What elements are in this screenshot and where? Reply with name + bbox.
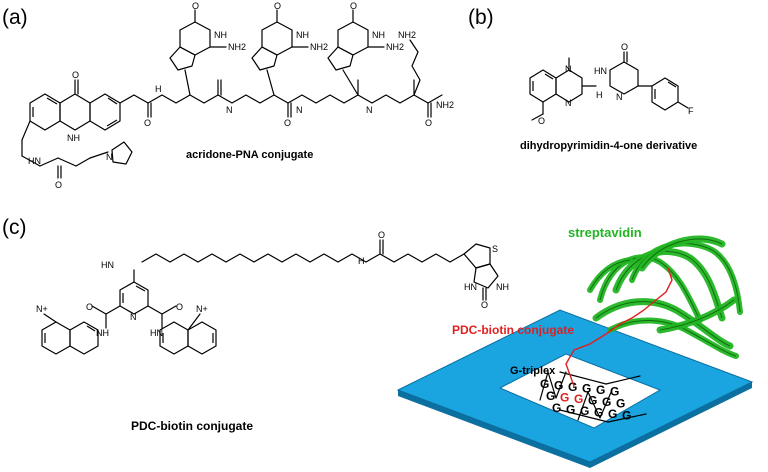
panel-a-caption: acridone-PNA conjugate xyxy=(186,149,313,161)
guanine-letter: G xyxy=(552,401,561,415)
panel-c-caption: PDC-biotin conjugate xyxy=(131,419,253,433)
guanine-letter: G xyxy=(616,397,625,411)
fluoro-f: F xyxy=(688,106,694,116)
guanine-letter: G xyxy=(568,380,577,394)
guanine-base-3 xyxy=(327,9,385,96)
acridone-core xyxy=(21,79,135,179)
guanine-letter: G xyxy=(580,404,589,418)
guanine-letter: G xyxy=(596,383,605,397)
guanine-letter: G xyxy=(608,407,617,421)
backbone-nh-1: H xyxy=(155,84,162,94)
biotin-o: O xyxy=(481,300,488,310)
biotin-s: S xyxy=(492,244,498,254)
panel-b-label: (b) xyxy=(468,6,494,29)
guanine-3-o: O xyxy=(350,1,357,11)
peg-linker xyxy=(141,253,465,263)
guanine-3-nh2: NH2 xyxy=(386,42,404,52)
amide-hn: HN xyxy=(28,156,41,166)
linker-nh: H xyxy=(596,90,603,100)
guanine-letter: G xyxy=(622,409,631,423)
biotin-nh: NH xyxy=(496,282,509,292)
guanine-letter: G xyxy=(610,385,619,399)
pna-backbone xyxy=(133,94,443,104)
guanine-base-2 xyxy=(251,9,309,96)
guanine-letter: G xyxy=(574,392,583,406)
amide-nh-left: NH xyxy=(96,328,109,338)
quinazoline-n1: N xyxy=(565,98,572,108)
quinolinium-n-left: N+ xyxy=(36,304,48,314)
beta-strand-edge xyxy=(589,259,631,291)
dihydropyrimidinone-structure xyxy=(529,51,689,121)
guanine-2-nh2: NH2 xyxy=(310,42,328,52)
panel-a-label: (a) xyxy=(2,6,28,29)
guanine-letter: G xyxy=(566,403,575,417)
amide-o-right: O xyxy=(176,302,183,312)
beta-strand-edge xyxy=(595,301,731,347)
carbonyl-o-2: O xyxy=(284,118,291,128)
guanine-2-o: O xyxy=(274,1,281,11)
pyrimidinone-o: O xyxy=(621,42,628,52)
amide-o-left: O xyxy=(86,302,93,312)
panel-b-caption: dihydropyrimidin-4-one derivative xyxy=(520,140,697,152)
methoxy-o: O xyxy=(538,116,545,126)
carbonyl-o-3: O xyxy=(425,118,432,128)
guanine-letter: G xyxy=(594,406,603,420)
pdc-biotin-structure xyxy=(41,239,499,355)
backbone-n-3: N xyxy=(366,105,373,115)
guanine-letter: G xyxy=(582,382,591,396)
streptavidin-label: streptavidin xyxy=(568,225,642,240)
guanine-letter: G xyxy=(546,389,555,403)
quinolinium-n-right: N+ xyxy=(196,304,208,314)
linker-nh-right: H xyxy=(358,256,365,266)
quinazoline-n3: N xyxy=(565,64,572,74)
guanine-1-nh: NH xyxy=(214,30,227,40)
beta-strand-edge xyxy=(615,251,723,319)
beta-strand-edge xyxy=(659,299,735,331)
beta-strand-edge xyxy=(599,256,701,321)
platform-opening xyxy=(498,353,662,429)
triplex-label: G-triplex xyxy=(510,365,556,377)
guanine-letter: G xyxy=(588,394,597,408)
ligand-label: PDC-biotin conjugate xyxy=(452,323,574,337)
beta-strand-edge xyxy=(609,320,737,357)
pdc-biotin-ligand xyxy=(565,267,673,387)
panel-c-label: (c) xyxy=(2,216,27,239)
backbone-n-2: N xyxy=(296,105,303,115)
amide-hn-right: HN xyxy=(150,328,163,338)
biotin-hn: HN xyxy=(464,282,477,292)
beta-strand-edge xyxy=(641,238,723,269)
amide-oxygen-left: O xyxy=(55,180,62,190)
guanine-letter: G xyxy=(554,379,563,393)
carbonyl-o-1: O xyxy=(144,118,151,128)
pyrrolidine-n: N xyxy=(106,152,113,162)
guanine-2-nh: NH xyxy=(296,30,309,40)
guanine-base-1 xyxy=(169,9,227,96)
acridone-nh: NH xyxy=(67,133,80,143)
backbone-n-1: N xyxy=(226,105,233,115)
guanine-letter: G xyxy=(560,391,569,405)
linker-hn: HN xyxy=(101,260,114,270)
terminal-nh2: NH2 xyxy=(436,100,454,110)
lysine-nh2: NH2 xyxy=(398,30,416,40)
biotin-amide-o: O xyxy=(378,230,385,240)
guanine-1-nh2: NH2 xyxy=(228,42,246,52)
guanine-3-nh: NH xyxy=(372,30,385,40)
pyridine-n: N xyxy=(130,312,137,322)
acridone-oxygen: O xyxy=(72,70,79,80)
acridone-pna-structure: O NH HN O N O O O H N N N NH2 xyxy=(21,1,454,190)
streptavidin-ribbon xyxy=(587,235,743,359)
guanine-1-o: O xyxy=(192,1,199,11)
pyrimidinone-hn: HN xyxy=(594,66,607,76)
pyrimidinone-n: N xyxy=(616,92,623,102)
